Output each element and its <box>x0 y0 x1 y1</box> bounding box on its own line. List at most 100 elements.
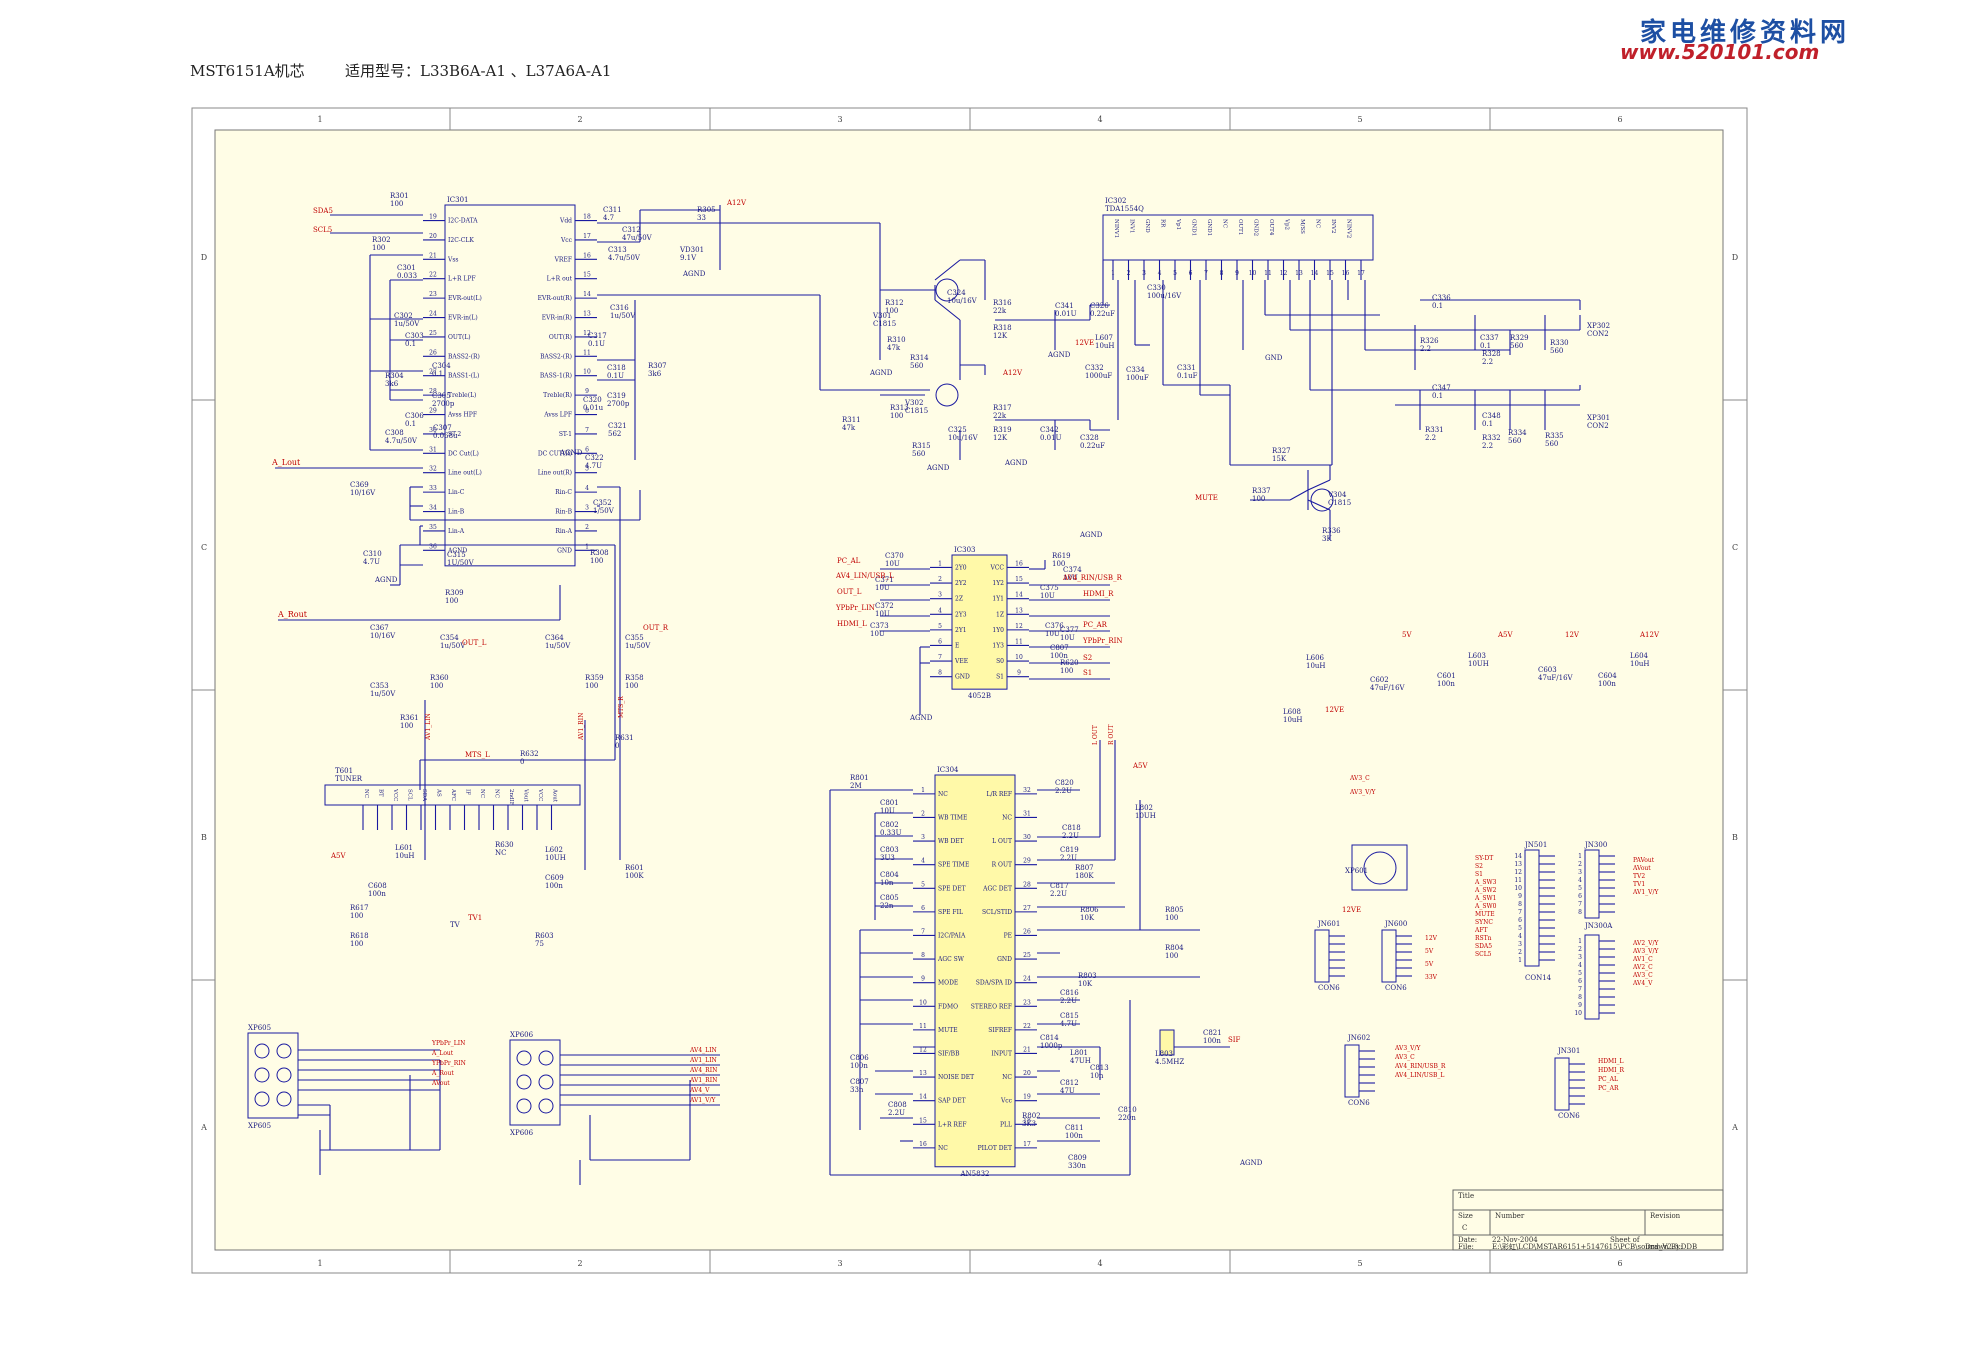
comp-value-vd301: 9.1V <box>680 254 697 262</box>
comp-ref-c348: C348 <box>1482 412 1501 420</box>
sig-av4-rin-usb-r: AV4_RIN/USB_R <box>1062 574 1123 582</box>
sig-hdmi-r: HDMI_R <box>1083 590 1114 598</box>
ic301-pin-name: Vss <box>447 256 459 263</box>
comp-value-c336: 0.1 <box>1432 302 1443 310</box>
tuner-pin-name: VCC <box>392 788 398 801</box>
comp-value-c809: 330n <box>1068 1162 1086 1170</box>
comp-value-c302: 1u/50V <box>394 320 420 328</box>
tuner-pin-name: Vout <box>523 788 529 802</box>
ic303-pin-number: 12 <box>1015 623 1023 630</box>
ic304-pin-name: NC <box>938 791 948 798</box>
ic303-pin-number: 1 <box>938 560 942 567</box>
xp605-body <box>247 1032 299 1119</box>
ic301-pin-number: 31 <box>429 446 437 453</box>
comp-ref-c324: C324 <box>947 289 966 297</box>
comp-ref-c332: C332 <box>1085 364 1104 372</box>
date-label: Date: <box>1458 1236 1477 1244</box>
comp-ref-r315: R315 <box>912 442 931 450</box>
ic302-pin-number: 12 <box>1280 270 1288 277</box>
ic304-pin-name: SPE FIL <box>938 909 963 916</box>
comp-ref-c375: C375 <box>1040 584 1059 592</box>
jn600-ref: JN600 <box>1384 920 1407 928</box>
ic304-pin-number: 13 <box>919 1070 927 1077</box>
ic304-pin-name: PLL <box>1000 1121 1012 1128</box>
jn501-pin-label: S1 <box>1475 871 1483 878</box>
comp-value-c341: 0.01U <box>1055 310 1077 318</box>
jn300-pin-label: AVout <box>1632 865 1651 872</box>
ic304-pin-number: 26 <box>1023 928 1031 935</box>
ic302-pin-number: 3 <box>1142 270 1146 277</box>
frame-col-number-bottom: 2 <box>577 1259 582 1268</box>
comp-ref-r361: R361 <box>400 714 419 722</box>
ic302-pin-number: 2 <box>1127 270 1131 277</box>
sig-12ve-2: 12VE <box>1325 706 1344 714</box>
comp-value-c330: 100u/16V <box>1147 292 1182 300</box>
comp-ref-c804: C804 <box>880 871 899 879</box>
ic301-pin-name: BASS2-(R) <box>448 353 480 360</box>
comp-value-c319: 2700p <box>607 400 630 408</box>
ic303-pin-name: 2Y0 <box>955 564 967 571</box>
comp-value-r326: 2.2 <box>1420 345 1431 353</box>
ic304-pin-number: 10 <box>919 999 927 1006</box>
comp-ref-c311: C311 <box>603 206 622 214</box>
comp-ref-r632: R632 <box>520 750 539 758</box>
jn300-pin-number: 2 <box>1578 861 1582 868</box>
comp-value-c304: 0.1 <box>432 370 443 378</box>
net-agnd-5: AGND <box>1047 351 1071 359</box>
comp-value-c353: 1u/50V <box>370 690 396 698</box>
ic303-pin-number: 5 <box>938 623 942 630</box>
comp-ref-c376: C376 <box>1045 622 1064 630</box>
ic304-pin-number: 15 <box>919 1117 927 1124</box>
number-label: Number <box>1495 1212 1525 1220</box>
ic302-pin-number: 13 <box>1295 270 1303 277</box>
jn501-pin-label: SCL5 <box>1475 951 1492 958</box>
jn501-pin-number: 3 <box>1518 941 1522 948</box>
ic304-pin-number: 12 <box>919 1046 927 1053</box>
comp-ref-c308: C308 <box>385 429 404 437</box>
jn602-pin-label: AV4_LIN/USB_L <box>1394 1072 1444 1079</box>
revision-label: Revision <box>1650 1212 1681 1220</box>
ic304-pin-name: STEREO REF <box>971 1003 1012 1010</box>
frame-col-number-top: 4 <box>1097 115 1102 124</box>
comp-ref-c373: C373 <box>870 622 889 630</box>
net-tv1: TV1 <box>468 914 482 922</box>
comp-value-r601: 100K <box>625 872 644 880</box>
jn501-pin-number: 5 <box>1518 925 1522 932</box>
comp-ref-c316: C316 <box>610 304 629 312</box>
ic304-pin-number: 25 <box>1023 952 1031 959</box>
jn300a-pin-number: 6 <box>1578 978 1582 985</box>
comp-value-c305: 2700p <box>432 400 455 408</box>
xp605-net-label: AVout <box>431 1080 450 1087</box>
jn600-name: CON6 <box>1385 984 1407 992</box>
xp606-net-label: AV1_V/Y <box>689 1097 717 1104</box>
comp-ref-c369: C369 <box>350 481 369 489</box>
ic301-pin-number: 11 <box>583 349 591 356</box>
ic301-pin-name: Lin-C <box>448 489 465 496</box>
comp-ref-c806: C806 <box>850 1054 869 1062</box>
comp-ref-r305: R305 <box>697 206 716 214</box>
comp-value-c375: 10U <box>1040 592 1055 600</box>
comp-value-c377: 10U <box>1060 634 1075 642</box>
jn501-pin-label: MUTE <box>1475 911 1495 918</box>
comp-ref-c816: C816 <box>1060 989 1079 997</box>
ic301-pin-number: 27 <box>429 369 437 376</box>
comp-value-r617: 100 <box>350 912 363 920</box>
xp601-body <box>1351 844 1408 891</box>
ic301-pin-number: 2 <box>585 524 589 531</box>
xp606-jack <box>538 1050 554 1066</box>
jn300a-pin-number: 8 <box>1578 994 1582 1001</box>
frame-col-number-top: 6 <box>1617 115 1622 124</box>
net-a12v-second: A12V <box>1002 369 1023 377</box>
comp-value-v302: C1815 <box>905 407 928 415</box>
net-mts-r: MTS_R <box>618 696 625 718</box>
comp-ref-l604: L604 <box>1630 652 1649 660</box>
ic301-pin-name: GND <box>557 547 572 554</box>
ic304-body <box>934 774 1016 1168</box>
ic304-pin-number: 20 <box>1023 1070 1031 1077</box>
xp605-jack <box>254 1067 270 1083</box>
comp-ref-c304: C304 <box>432 362 451 370</box>
jn501-pin-label: SY-DT <box>1475 855 1493 862</box>
ic302-pin-number: 5 <box>1173 270 1177 277</box>
comp-ref-r806: R806 <box>1080 906 1099 914</box>
ic302-pin-name: GND1 <box>1206 219 1212 236</box>
